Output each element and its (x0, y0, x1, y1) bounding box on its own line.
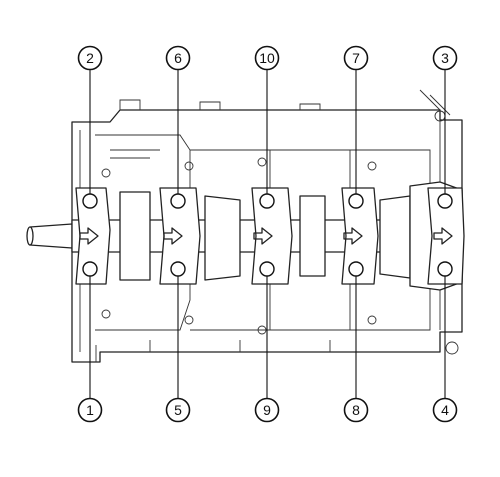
callout-7: 7 (343, 45, 369, 71)
callout-2: 2 (77, 45, 103, 71)
leader-lines (89, 70, 446, 398)
callout-label: 2 (86, 50, 94, 66)
callout-label: 8 (352, 402, 360, 418)
callout-9: 9 (254, 397, 280, 423)
callout-6: 6 (165, 45, 191, 71)
cap-arrow-marks (79, 227, 453, 245)
callout-label: 3 (441, 50, 449, 66)
callout-label: 7 (352, 50, 360, 66)
callout-label: 10 (259, 50, 275, 66)
callout-10: 10 (254, 45, 280, 71)
bolt-heads (82, 193, 453, 277)
callout-3: 3 (432, 45, 458, 71)
callout-label: 1 (86, 402, 94, 418)
callout-8: 8 (343, 397, 369, 423)
callout-label: 4 (441, 402, 449, 418)
callout-label: 6 (174, 50, 182, 66)
callout-label: 9 (263, 402, 271, 418)
callout-label: 5 (174, 402, 182, 418)
callout-1: 1 (77, 397, 103, 423)
callout-5: 5 (165, 397, 191, 423)
callout-4: 4 (432, 397, 458, 423)
